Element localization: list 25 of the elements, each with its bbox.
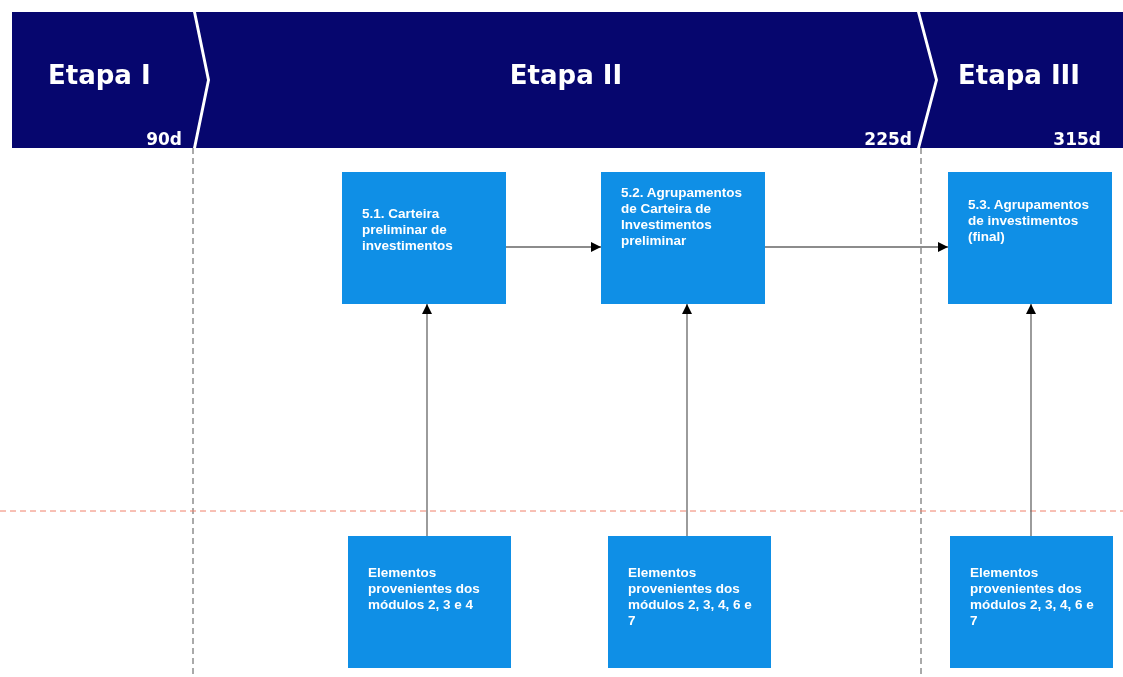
stage-title: Etapa II bbox=[508, 60, 624, 90]
arrow bbox=[682, 303, 692, 537]
arrow bbox=[422, 303, 432, 537]
process-box bbox=[601, 172, 765, 304]
arrow bbox=[505, 242, 602, 252]
duration-label: 315d bbox=[1053, 129, 1101, 149]
stage-title: Etapa I bbox=[48, 60, 151, 90]
box-text: 5.1. Carteira preliminar de investimentos bbox=[362, 206, 454, 254]
box-text: Elementos provenientes dos módulos 2, 3 e 4 bbox=[368, 565, 481, 613]
input-box bbox=[950, 536, 1113, 668]
box-text: Elementos provenientes dos módulos 2, 3, 4, 6 e 7 bbox=[628, 565, 753, 629]
stage-title: Etapa III bbox=[958, 60, 1080, 90]
process-box bbox=[342, 172, 506, 304]
duration-label: 90d bbox=[146, 129, 182, 149]
stage-header bbox=[920, 12, 1123, 148]
duration-label: 225d bbox=[864, 129, 912, 149]
arrow bbox=[764, 242, 949, 252]
box-text: Elementos provenientes dos módulos 2, 3, 4, 6 e 7 bbox=[970, 565, 1095, 629]
input-box bbox=[608, 536, 771, 668]
process-box bbox=[948, 172, 1112, 304]
arrow bbox=[1026, 303, 1036, 537]
input-box bbox=[348, 536, 511, 668]
box-text: 5.3. Agrupamentos de investimentos (final) bbox=[968, 197, 1091, 245]
stage-header bbox=[12, 12, 208, 148]
box-text: 5.2. Agrupamentos de Carteira de Investimentos preliminar bbox=[621, 185, 744, 249]
